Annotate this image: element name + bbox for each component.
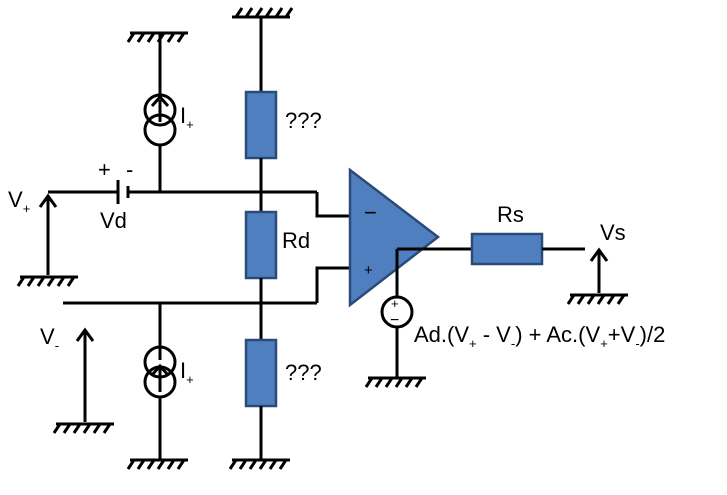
- vminus-label: V-: [40, 324, 59, 353]
- current-source-icon: [143, 93, 177, 147]
- vd-minus-label: -: [126, 157, 133, 182]
- resistor-rs-label: Rs: [497, 202, 524, 227]
- ground-icon: [228, 458, 290, 470]
- vd-label: Vd: [100, 208, 127, 233]
- vd-plus-label: +: [98, 157, 111, 182]
- vs-label: Vs: [600, 220, 626, 245]
- output-formula: Ad.(V+ - V-) + Ac.(V++V-)/2: [414, 322, 665, 351]
- ground-icon: [566, 293, 628, 305]
- vplus-label: V+: [8, 187, 30, 216]
- resistor-bottom: [244, 338, 278, 408]
- battery-icon: [116, 180, 130, 204]
- opamp-icon: [348, 167, 441, 308]
- resistor-rd: [244, 210, 278, 280]
- arrow-icon: [38, 193, 58, 275]
- ground-icon: [16, 275, 78, 287]
- ground-icon: [364, 376, 426, 388]
- ground-icon: [232, 7, 294, 19]
- ground-icon: [126, 458, 188, 470]
- ground-icon: [126, 31, 188, 43]
- opamp-minus-label: −: [364, 200, 377, 225]
- resistor-rd-label: Rd: [282, 228, 310, 253]
- i-bottom-label: I+: [180, 358, 194, 387]
- resistor-bottom-label: ???: [285, 360, 322, 385]
- arrow-icon: [589, 247, 609, 293]
- arrow-icon: [75, 327, 95, 422]
- source-minus-label: −: [390, 312, 399, 329]
- i-top-label: I+: [180, 103, 194, 132]
- opamp-plus-label: +: [364, 262, 373, 279]
- resistor-rs: [470, 232, 544, 266]
- ground-icon: [52, 422, 114, 434]
- resistor-top: [244, 90, 278, 160]
- source-plus-label: +: [391, 296, 399, 311]
- resistor-top-label: ???: [285, 108, 322, 133]
